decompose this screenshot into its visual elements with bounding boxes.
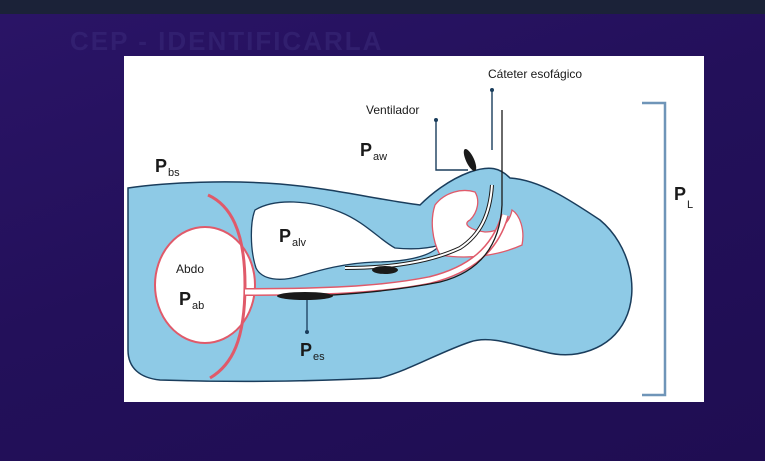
svg-text:L: L [687,199,693,211]
abdomen [154,226,256,344]
pes-dot [305,330,309,334]
catheter-label: Cáteter esofágico [488,67,582,81]
svg-text:aw: aw [373,151,387,163]
ventilator-label: Ventilador [366,103,419,117]
palv-label: P alv [279,226,307,249]
tube-cuff [372,266,398,274]
esophagus-inner [244,214,508,295]
svg-text:P: P [674,184,686,204]
abdomen-label: Abdo [176,262,204,276]
slide-title-faded: CEP - IDENTIFICARLA [70,26,384,56]
svg-text:P: P [155,156,167,176]
svg-text:P: P [300,340,312,360]
pbs-label: P bs [155,156,180,179]
pab-label: P ab [179,289,204,312]
svg-text:ab: ab [192,300,204,312]
top-bar [0,0,765,14]
pl-bracket [642,101,667,397]
pl-label: P L [674,184,693,211]
diaphragm-line [207,193,247,380]
ventilator-connector [463,148,477,172]
svg-text:es: es [313,351,325,363]
paw-label: P aw [360,140,387,163]
ventilator-leader [435,120,468,171]
esophageal-balloon [277,292,333,300]
svg-text:bs: bs [168,167,180,179]
svg-text:alv: alv [292,237,307,249]
svg-text:P: P [279,226,291,246]
catheter-dot [490,88,494,92]
svg-text:P: P [179,289,191,309]
svg-text:P: P [360,140,372,160]
lung-cavity [250,201,442,280]
ventilator-dot [434,118,438,122]
pes-label: P es [300,340,325,363]
